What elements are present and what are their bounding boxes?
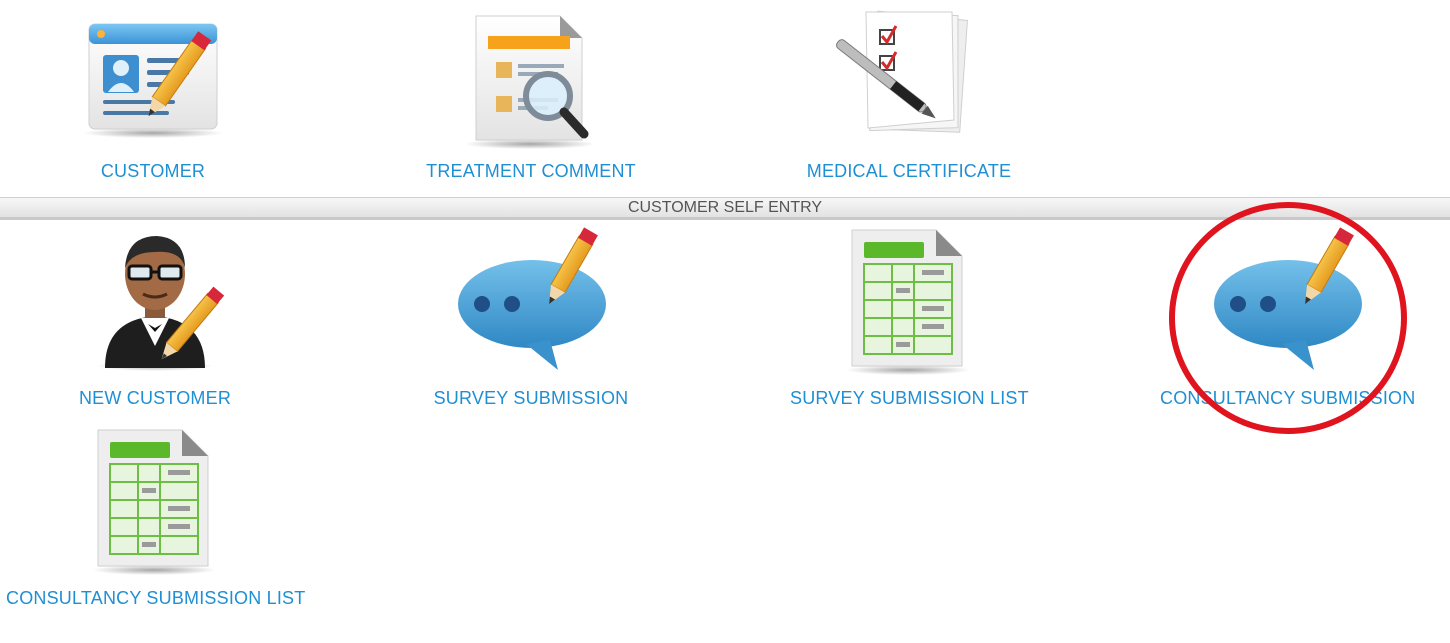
speech-bubble-pencil-icon: [1214, 227, 1362, 370]
tile-treatment-comment-label: TREATMENT COMMENT: [426, 161, 636, 181]
document-magnifier-icon: [464, 15, 596, 149]
tile-new-customer-label: NEW CUSTOMER: [78, 388, 232, 408]
speech-bubble-pencil-icon: [458, 227, 606, 370]
tile-consultancy-submission-list-label: CONSULTANCY SUBMISSION LIST: [6, 588, 306, 608]
tile-survey-submission-list-label: SURVEY SUBMISSION LIST: [790, 388, 1029, 408]
tile-medical-certificate[interactable]: MEDICAL CERTIFICATE: [800, 10, 1018, 190]
spreadsheet-icon: [92, 429, 216, 575]
tile-consultancy-submission[interactable]: CONSULTANCY SUBMISSION: [1160, 227, 1416, 413]
tile-consultancy-submission-label: CONSULTANCY SUBMISSION: [1160, 388, 1416, 408]
tile-survey-submission-label: SURVEY SUBMISSION: [433, 388, 629, 408]
tile-treatment-comment[interactable]: TREATMENT COMMENT: [420, 10, 642, 190]
tile-survey-submission[interactable]: SURVEY SUBMISSION: [420, 227, 642, 413]
tile-survey-submission-list[interactable]: SURVEY SUBMISSION LIST: [790, 228, 1029, 413]
id-card-edit-icon: [83, 23, 223, 138]
spreadsheet-icon: [846, 229, 970, 375]
tile-consultancy-submission-list[interactable]: CONSULTANCY SUBMISSION LIST: [6, 428, 306, 613]
tile-customer-label: CUSTOMER: [100, 161, 206, 181]
tile-medical-certificate-label: MEDICAL CERTIFICATE: [806, 161, 1012, 181]
person-pencil-icon: [97, 236, 225, 371]
section-header-customer-self-entry: CUSTOMER SELF ENTRY: [0, 197, 1450, 220]
section-title: CUSTOMER SELF ENTRY: [627, 199, 823, 216]
tile-customer[interactable]: CUSTOMER: [63, 10, 243, 190]
tile-new-customer[interactable]: NEW CUSTOMER: [70, 228, 240, 413]
checklist-pen-icon: [836, 10, 968, 133]
